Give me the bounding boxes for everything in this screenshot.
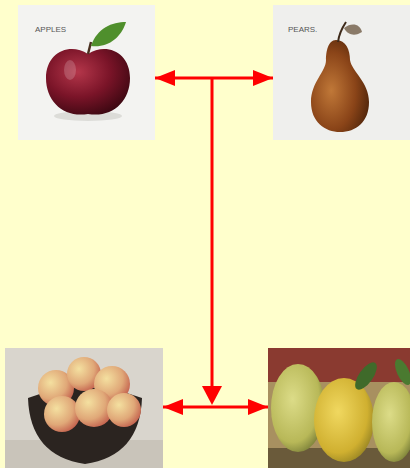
apple-stem: [88, 42, 91, 54]
bowl-photo-frame: [5, 348, 163, 468]
apple-card: APPLES: [18, 5, 155, 140]
quince: [314, 378, 374, 462]
analogy-line: [211, 78, 214, 390]
photo-ground: [5, 348, 163, 468]
pear-picture: [273, 5, 410, 140]
quince-leaf: [351, 359, 381, 393]
quince-painting: [268, 348, 410, 468]
apple-highlight: [64, 60, 76, 80]
relation-arrow: [155, 77, 273, 80]
apple-body: [46, 49, 130, 115]
relation-arrow: [163, 406, 268, 409]
fruit-label: PEARS.: [288, 26, 317, 35]
quince-leaf: [392, 357, 410, 387]
bowl-photo: [5, 348, 163, 468]
fruit-label: APPLES: [35, 26, 66, 35]
apple-card: [18, 5, 155, 140]
apple-leaf: [91, 22, 126, 46]
pear-body: [311, 40, 369, 132]
analogy-head: [202, 386, 222, 405]
analogy-arrow: [202, 78, 222, 405]
pear-leaf: [344, 25, 362, 35]
painting-frame: [268, 348, 410, 468]
bowl-apple: [44, 396, 80, 432]
pear-stem: [338, 22, 346, 42]
pear-card: PEARS.: [273, 5, 410, 140]
pear-card: [273, 5, 410, 140]
quince: [372, 382, 410, 462]
apple-picture: [18, 5, 155, 140]
bowl-apple: [107, 393, 141, 427]
